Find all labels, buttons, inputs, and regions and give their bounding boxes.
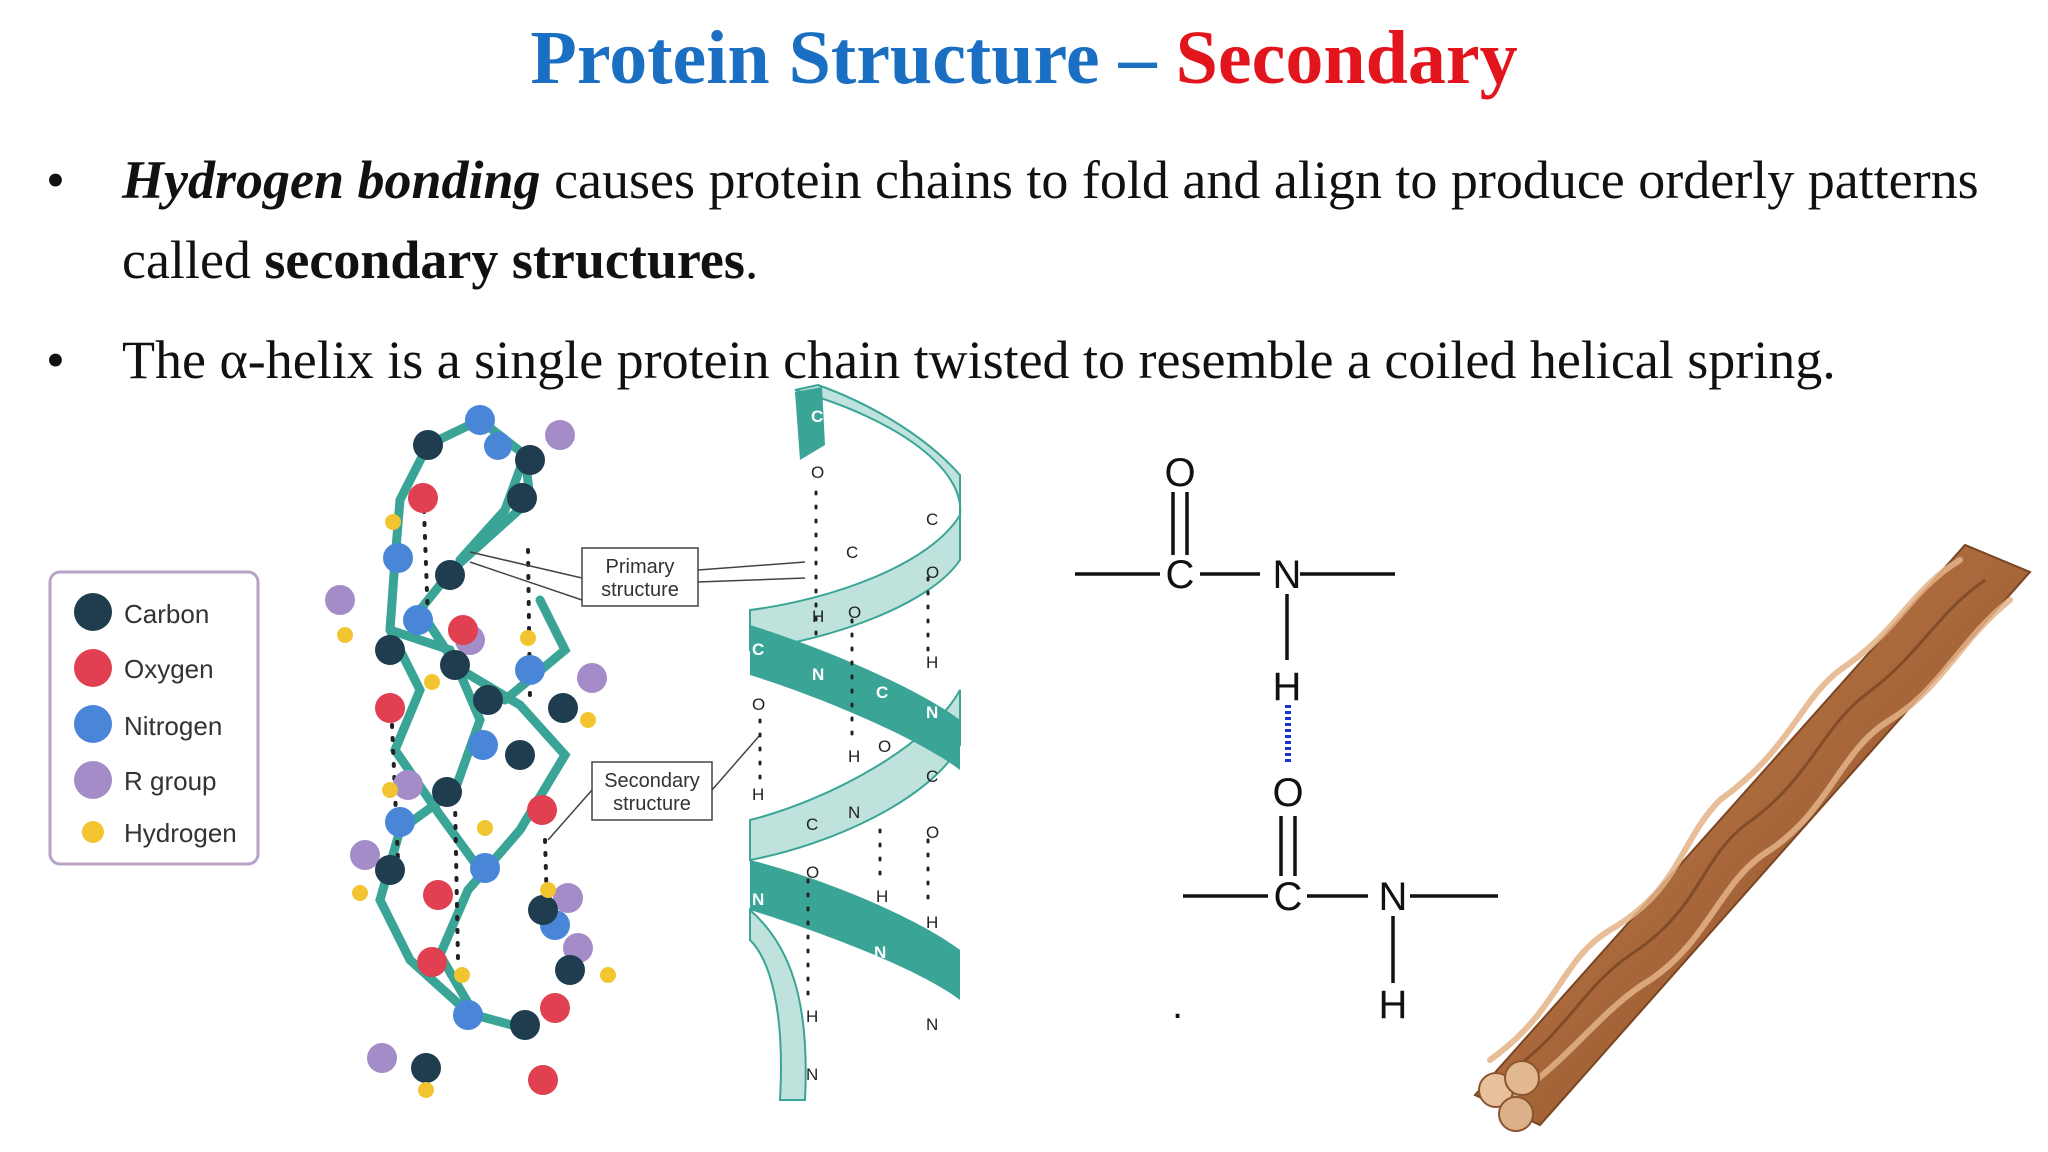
primary-label-line1: Primary [606,556,675,578]
ribbon-hydrogen-bonds [758,490,930,1002]
secondary-label-line1: Secondary [604,770,700,792]
svg-text:H: H [848,747,860,766]
svg-text:C: C [806,815,818,834]
secondary-label-line2: structure [613,793,691,815]
svg-text:O: O [848,603,861,622]
svg-text:N: N [926,703,938,722]
svg-text:N: N [926,1015,938,1034]
legend-nitrogen: Nitrogen [74,705,222,743]
secondary-structure-label: Secondary structure [591,761,713,821]
atoms [325,405,616,1098]
svg-text:C: C [811,407,823,426]
legend-hydrogen: Hydrogen [82,818,237,848]
svg-text:H: H [752,785,764,804]
term-hydrogen-bonding: Hydrogen bonding [122,150,541,210]
stray-dot: . [1172,983,1183,1027]
primary-structure-label: Primary structure [581,547,699,607]
svg-text:H: H [926,913,938,932]
atom-c-bottom: C [1274,875,1303,919]
legend-carbon: Carbon [74,593,209,631]
atom-h-top: H [1273,665,1302,709]
bullet-symbol: • [46,330,65,390]
svg-text:C: C [926,510,938,529]
structure-callouts: Primary structure Secondary structure [469,547,806,841]
svg-text:O: O [926,823,939,842]
primary-label-line2: structure [601,579,679,601]
ribbon-front-atoms: C C N C N N N [752,407,938,962]
legend-r-group: R group [74,761,217,799]
bullet-text: Hydrogen bonding causes protein chains t… [122,140,2042,300]
ribbon-front-segments [750,387,960,1000]
ball-and-stick-model [325,405,616,1098]
svg-text:H: H [926,653,938,672]
atom-h-bottom: H [1379,983,1408,1027]
svg-text:C: C [846,543,858,562]
atom-n-bottom: N [1379,875,1408,919]
atom-c-top: C [1166,553,1195,597]
svg-text:N: N [874,943,886,962]
atom-o-top: O [1164,451,1195,495]
bullet-symbol: • [46,150,65,210]
legend-r-group-label: R group [124,766,217,796]
ribbon-back-atoms: O C O C O H H O H O C O H N C O H H N H … [752,463,939,1084]
atom-n-top: N [1273,553,1302,597]
alpha-helix-ribbon: C C N C N N N O C O C O H H O H O C O H … [749,383,962,1101]
slide-title: Protein Structure – Secondary [0,8,2048,108]
svg-text:C: C [926,767,938,786]
atom-o-bottom: O [1272,771,1303,815]
svg-text:O: O [811,463,824,482]
svg-text:O: O [878,737,891,756]
legend-oxygen: Oxygen [74,649,214,687]
title-blue-part: Protein Structure – [530,16,1176,100]
svg-text:O: O [752,695,765,714]
svg-text:C: C [876,683,888,702]
legend-hydrogen-label: Hydrogen [124,818,237,848]
bullet-text-end: . [744,230,759,290]
bullet-text: The α-helix is a single protein chain tw… [122,330,1836,390]
twisted-rope-illustration [1473,543,2032,1132]
legend-oxygen-label: Oxygen [124,654,214,684]
svg-text:N: N [806,1065,818,1084]
diagram-atoms: O C N H O C N H [1164,451,1407,1027]
hydrogen-bond-diagram: O C N H O C N H . [1075,451,1498,1027]
diagram-bonds [1075,492,1498,983]
bullet-text-part: causes protein chains to fold and align … [122,150,1979,290]
rope-end-strands [1478,1060,1540,1132]
rope-highlights [1487,557,2013,1098]
svg-text:H: H [812,607,824,626]
svg-text:N: N [752,890,764,909]
svg-text:O: O [926,563,939,582]
svg-text:H: H [806,1007,818,1026]
svg-text:H: H [876,887,888,906]
svg-text:N: N [812,665,824,684]
term-secondary-structures: secondary structures [264,230,745,290]
svg-text:C: C [752,640,764,659]
legend-carbon-label: Carbon [124,599,209,629]
title-red-part: Secondary [1175,16,1518,100]
legend-nitrogen-label: Nitrogen [124,711,222,741]
atom-legend: Carbon Oxygen Nitrogen R group Hydrogen [48,570,260,866]
svg-text:N: N [848,803,860,822]
svg-text:O: O [806,863,819,882]
